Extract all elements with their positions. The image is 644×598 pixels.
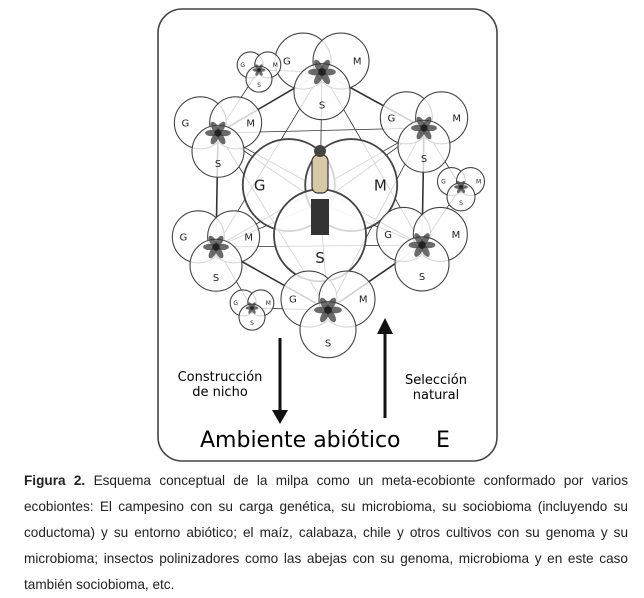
letter-g: G — [384, 230, 392, 241]
diagram-frame — [157, 8, 498, 462]
letter-g: G — [387, 113, 395, 124]
letter-g: G — [233, 300, 238, 307]
letter-g: G — [254, 176, 266, 194]
letter-m: M — [244, 232, 253, 243]
letter-s: S — [257, 82, 261, 89]
letter-s: S — [325, 338, 331, 349]
circle-s — [293, 63, 351, 121]
caption-label: Figura 2. — [24, 473, 86, 488]
letter-m: M — [246, 118, 255, 129]
letter-g: G — [283, 57, 291, 68]
natural-selection-label-line1: Selección — [405, 373, 467, 388]
ecobiont-bean: G M S — [171, 210, 261, 292]
caption-text: Esquema conceptual de la milpa como un m… — [24, 473, 629, 592]
circle-s — [446, 182, 476, 212]
letter-s: S — [315, 249, 325, 267]
circle-s — [189, 238, 243, 292]
figure-caption: Figura 2. Esquema conceptual de la milpa… — [24, 468, 628, 598]
letter-m: M — [452, 113, 461, 124]
ecobiont-chile: G M S — [280, 270, 376, 359]
letter-g: G — [289, 295, 297, 306]
flower-bl-illustration-icon — [245, 302, 259, 314]
circle-s — [394, 236, 450, 292]
farmer-illustration-icon — [311, 145, 329, 235]
letter-g: G — [441, 179, 446, 186]
fern-illustration-icon — [205, 121, 231, 145]
squash-illustration-icon — [408, 233, 436, 257]
letter-m: M — [374, 176, 387, 194]
letter-s: S — [419, 272, 425, 283]
letter-s: S — [250, 320, 254, 327]
letter-m: M — [353, 57, 362, 68]
letter-g: G — [240, 62, 245, 69]
maize-illustration-icon — [308, 59, 336, 85]
niche-construction-arrow — [272, 338, 288, 424]
ecobiont-grape: G M S — [379, 91, 469, 173]
environment-letter-e: E — [436, 428, 450, 453]
letter-s: S — [319, 100, 325, 111]
niche-construction-label-line2: de nicho — [192, 385, 248, 400]
bee-illustration-icon — [454, 180, 468, 194]
niche-construction-label-line1: Construcción — [178, 370, 263, 385]
circle-s — [299, 301, 357, 359]
circle-s — [191, 124, 245, 178]
ecobiont-flower-bl: G M S — [229, 289, 275, 331]
natural-selection-arrow — [377, 318, 393, 418]
letter-m: M — [266, 300, 271, 307]
letter-m: M — [273, 62, 278, 69]
ecobiont-flower-tl: G M S — [236, 51, 282, 93]
natural-selection-label-line2: natural — [413, 388, 459, 403]
ecobiont-bee: G M S — [436, 166, 486, 212]
chile-illustration-icon — [314, 297, 342, 323]
abiotic-environment-label: Ambiente abiótico — [200, 428, 401, 453]
circle-s — [397, 119, 451, 173]
letter-m: M — [452, 230, 461, 241]
grape-illustration-icon — [411, 116, 437, 140]
letter-g: G — [179, 232, 187, 243]
ecobiont-squash: G M S — [376, 206, 468, 292]
letter-m: M — [359, 295, 368, 306]
letter-s: S — [213, 273, 219, 284]
letter-s: S — [421, 154, 427, 165]
ecobiont-farmer: G M S — [241, 138, 399, 283]
letter-m: M — [476, 179, 481, 186]
bean-illustration-icon — [203, 235, 229, 259]
ecobiont-fern: G M S — [173, 96, 263, 178]
letter-s: S — [459, 200, 463, 207]
flower-tl-illustration-icon — [252, 64, 266, 76]
circle-s — [245, 65, 273, 93]
circle-s — [238, 303, 266, 331]
letter-s: S — [215, 159, 221, 170]
letter-g: G — [181, 118, 189, 129]
